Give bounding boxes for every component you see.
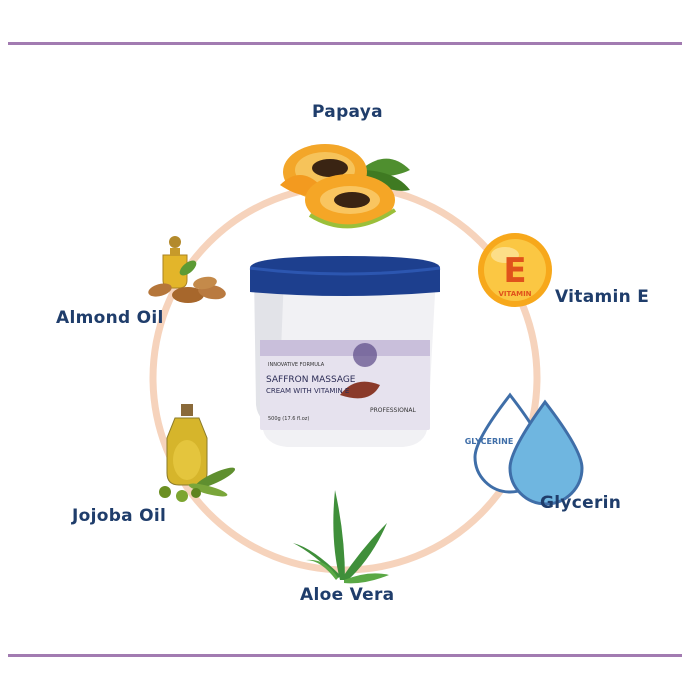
vitamin-e-badge: E VITAMIN	[478, 233, 552, 307]
ingredient-label-almond-oil: Almond Oil	[56, 308, 164, 328]
papaya-image	[280, 144, 410, 229]
ingredient-label-aloe-vera: Aloe Vera	[300, 585, 395, 605]
vitamin-letter: E	[503, 251, 526, 291]
top-divider	[8, 42, 682, 45]
product-name-line1: SAFFRON MASSAGE	[266, 375, 356, 385]
bottom-divider	[8, 654, 682, 657]
ingredient-label-vitamin-e: Vitamin E	[555, 287, 650, 307]
product-name-line2: CREAM WITH VITAMIN E	[266, 387, 349, 395]
product-jar: INNOVATIVE FORMULA SAFFRON MASSAGE CREAM…	[249, 256, 441, 447]
product-tag: PROFESSIONAL	[370, 407, 416, 414]
almond-oil-image	[148, 236, 226, 303]
vitamin-word: VITAMIN	[498, 290, 531, 298]
product-brand-line: INNOVATIVE FORMULA	[268, 362, 325, 368]
glycerin-drops-image: GLYCERINE	[465, 392, 584, 506]
aloe-vera-image	[293, 490, 389, 584]
ingredient-label-jojoba-oil: Jojoba Oil	[72, 506, 167, 526]
ingredient-label-glycerin: Glycerin	[540, 493, 622, 513]
product-weight: 500g (17.6 fl.oz)	[268, 416, 309, 422]
ingredient-label-papaya: Papaya	[312, 102, 383, 122]
glycerine-drop-label: GLYCERINE	[465, 437, 514, 446]
jojoba-oil-image	[159, 404, 236, 502]
